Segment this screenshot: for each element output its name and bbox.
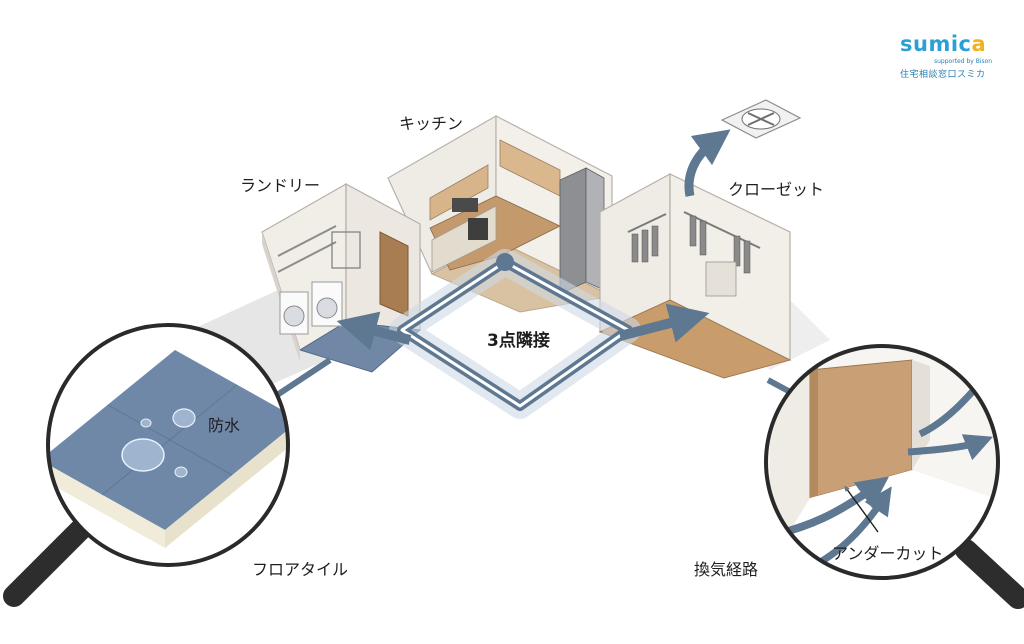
label-waterproof: 防水	[208, 416, 241, 435]
label-undercut: アンダーカット	[832, 544, 944, 563]
logo-wordmark: sumica	[900, 32, 987, 56]
sumica-logo: sumica supported by Bison 住宅相談窓口スミカ	[898, 30, 998, 86]
label-adjacency: 3点隣接	[487, 331, 550, 351]
logo-tagline: 住宅相談窓口スミカ	[900, 70, 986, 80]
arrow-to-laundry	[336, 311, 412, 351]
label-floor-tile: フロアタイル	[252, 560, 349, 579]
undercut-magnifier	[764, 344, 1024, 609]
arrow-to-closet	[618, 303, 710, 343]
laundry-room	[261, 182, 422, 373]
label-kitchen: キッチン	[399, 114, 464, 133]
label-vent-path: 換気経路	[694, 560, 759, 579]
closet-room	[598, 172, 792, 379]
closet-vent-arrow	[684, 129, 731, 197]
floor-tile-magnifier	[3, 323, 290, 607]
kitchen-room	[387, 114, 614, 313]
label-laundry: ランドリー	[240, 176, 321, 195]
ceiling-fan-icon	[720, 99, 802, 139]
label-closet: クローゼット	[728, 180, 825, 199]
logo-supported: supported by Bison	[934, 58, 993, 65]
